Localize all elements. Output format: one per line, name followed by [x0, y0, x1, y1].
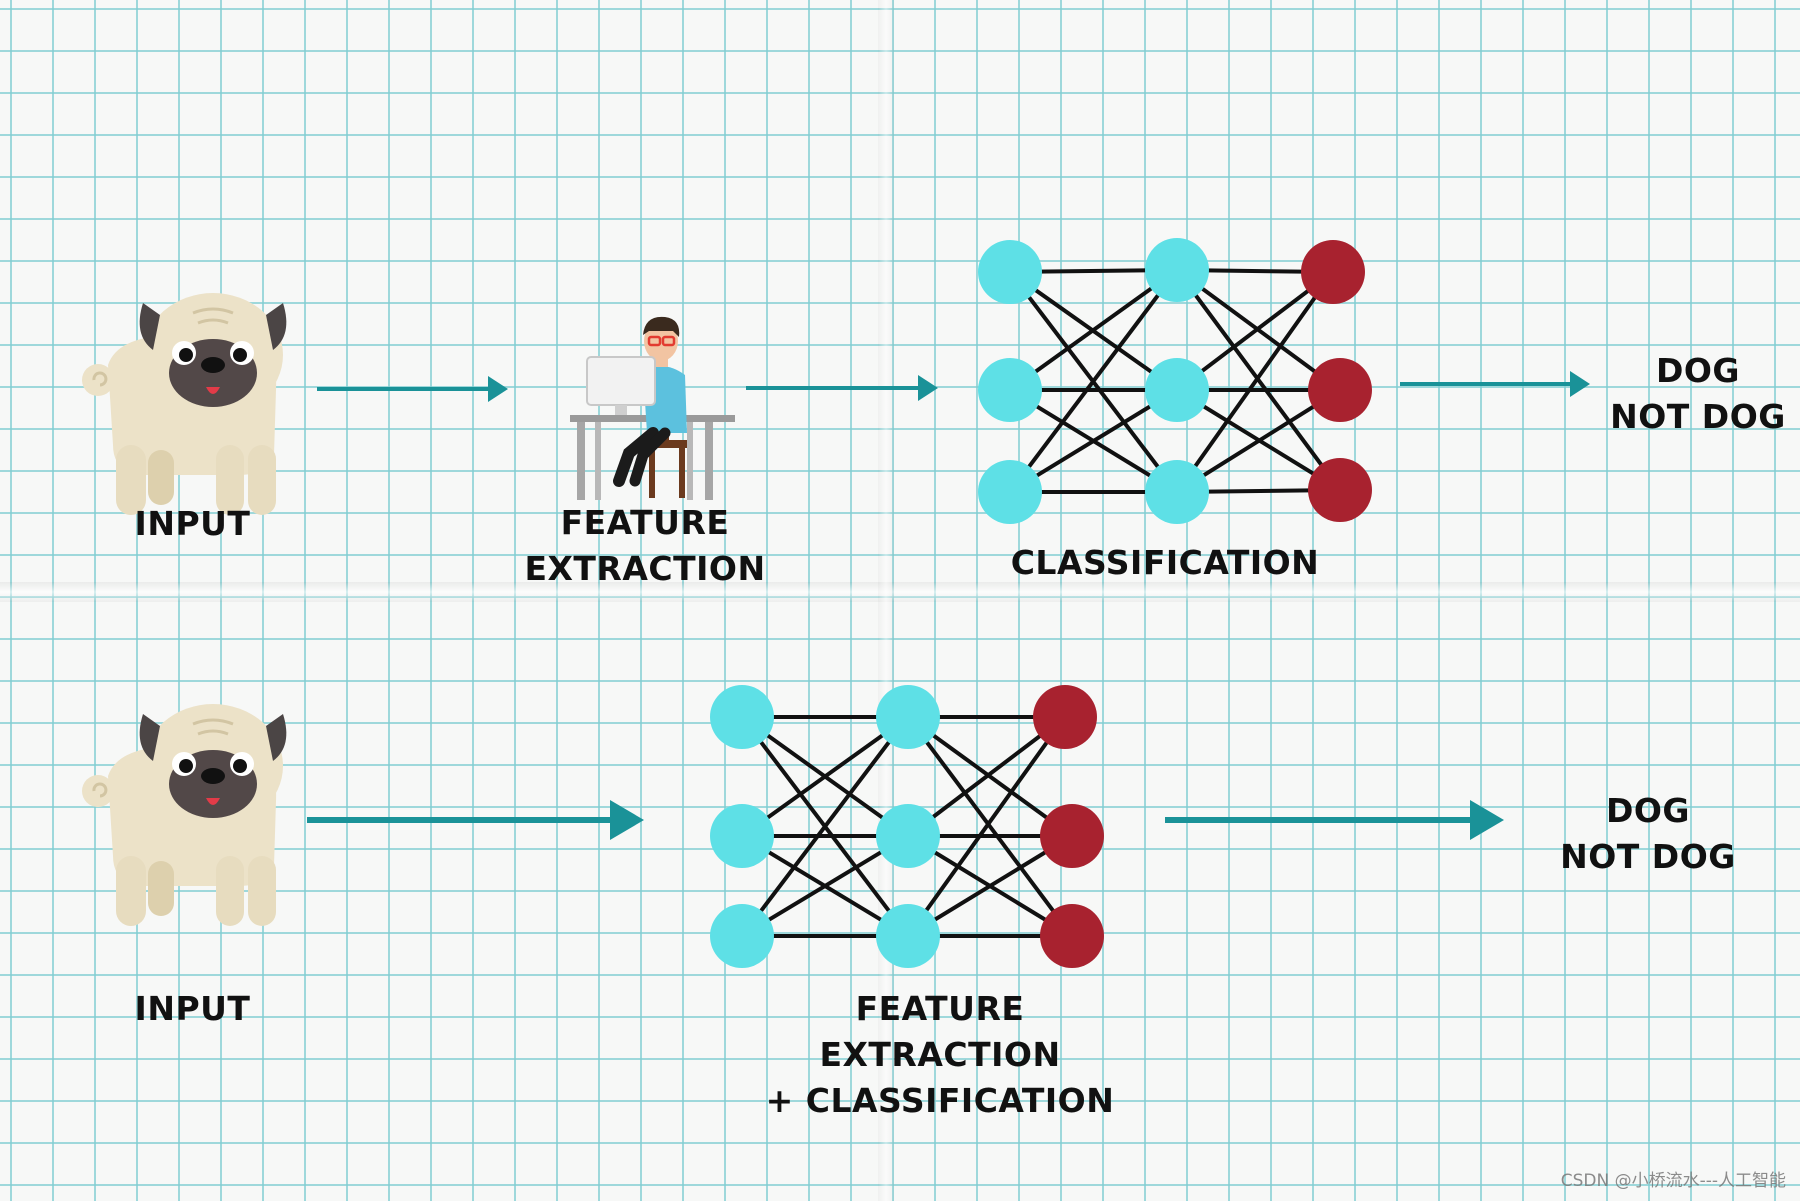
- watermark: CSDN @小桥流水---人工智能: [1560, 1171, 1786, 1191]
- paper-fold-horizontal: [0, 582, 1800, 602]
- arrow-top-3: [1400, 371, 1590, 397]
- output-dog: DOG: [1655, 351, 1741, 390]
- node-input-3: [978, 460, 1042, 524]
- node-output-2: [1308, 358, 1372, 422]
- feature-extraction-classification-label: FEATURE EXTRACTION + CLASSIFICATION: [735, 986, 1145, 1124]
- node-output-1: [1033, 685, 1097, 749]
- person-at-computer-icon: [570, 316, 735, 500]
- node-output-2: [1040, 804, 1104, 868]
- output-dog: DOG: [1605, 791, 1691, 830]
- arrow-bottom-1: [307, 800, 644, 840]
- node-hidden-2: [1145, 358, 1209, 422]
- node-input-2: [710, 804, 774, 868]
- node-input-3: [710, 904, 774, 968]
- node-output-3: [1040, 904, 1104, 968]
- output-not-dog: NOT DOG: [1560, 837, 1736, 876]
- input-label-bottom: INPUT: [134, 989, 251, 1028]
- node-output-1: [1301, 240, 1365, 304]
- input-label-top: INPUT: [134, 504, 251, 543]
- node-input-1: [978, 240, 1042, 304]
- feature-label-line2: EXTRACTION: [524, 549, 766, 588]
- node-input-2: [978, 358, 1042, 422]
- node-input-1: [710, 685, 774, 749]
- neural-network-top: [978, 238, 1372, 524]
- node-hidden-1: [876, 685, 940, 749]
- arrow-bottom-2: [1165, 800, 1504, 840]
- feature-label-line1: FEATURE: [560, 503, 730, 542]
- node-hidden-2: [876, 804, 940, 868]
- node-hidden-1: [1145, 238, 1209, 302]
- output-not-dog: NOT DOG: [1610, 397, 1786, 436]
- node-hidden-3: [1145, 460, 1209, 524]
- neural-network-bottom: [710, 685, 1104, 968]
- network-label-line1: FEATURE EXTRACTION: [819, 989, 1061, 1074]
- classification-label: CLASSIFICATION: [1010, 543, 1320, 582]
- node-output-3: [1308, 458, 1372, 522]
- output-label-top: DOG NOT DOG: [1598, 348, 1798, 440]
- feature-extraction-label: FEATURE EXTRACTION: [520, 500, 770, 592]
- arrow-top-2: [746, 375, 938, 401]
- network-label-line2: + CLASSIFICATION: [765, 1081, 1115, 1120]
- arrow-top-1: [317, 376, 508, 402]
- pug-dog-icon: [80, 702, 288, 928]
- node-hidden-3: [876, 904, 940, 968]
- output-label-bottom: DOG NOT DOG: [1548, 788, 1748, 880]
- pug-dog-icon: [80, 291, 288, 517]
